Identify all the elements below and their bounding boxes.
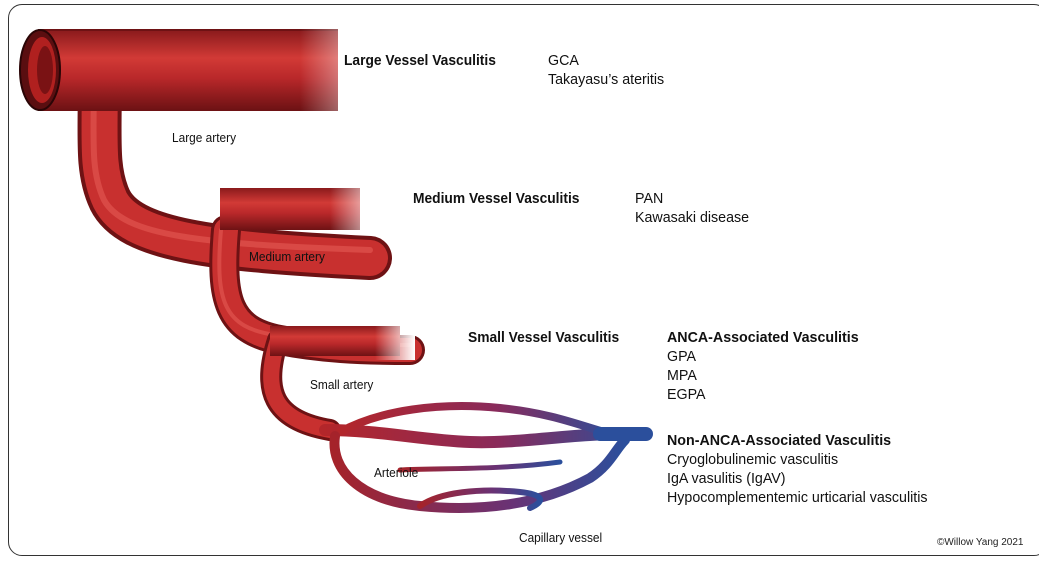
label-large-artery: Large artery bbox=[172, 131, 236, 145]
category-medium-vessel: Medium Vessel Vasculitis bbox=[413, 190, 579, 207]
non-anca-item-huv: Hypocomplementemic urticarial vasculitis bbox=[667, 489, 928, 508]
anca-item-gpa: GPA bbox=[667, 348, 696, 367]
non-anca-group-title: Non-ANCA-Associated Vasculitis bbox=[667, 432, 891, 451]
label-capillary-vessel: Capillary vessel bbox=[519, 531, 602, 545]
large-vessel-item-takayasu: Takayasu’s ateritis bbox=[548, 71, 664, 90]
anca-item-mpa: MPA bbox=[667, 367, 697, 386]
label-small-artery: Small artery bbox=[310, 378, 373, 392]
copyright-credit: ©Willow Yang 2021 bbox=[937, 537, 1024, 548]
medium-vessel-item-kawasaki: Kawasaki disease bbox=[635, 209, 749, 228]
non-anca-item-iga: IgA vasulitis (IgAV) bbox=[667, 470, 786, 489]
category-small-vessel: Small Vessel Vasculitis bbox=[468, 329, 619, 346]
anca-item-egpa: EGPA bbox=[667, 386, 706, 405]
category-large-vessel: Large Vessel Vasculitis bbox=[344, 52, 496, 69]
non-anca-item-cryo: Cryoglobulinemic vasculitis bbox=[667, 451, 838, 470]
large-vessel-item-gca: GCA bbox=[548, 52, 579, 71]
label-medium-artery: Medium artery bbox=[249, 250, 325, 264]
label-arteriole: Arteriole bbox=[374, 466, 418, 480]
anca-group-title: ANCA-Associated Vasculitis bbox=[667, 329, 859, 348]
medium-vessel-item-pan: PAN bbox=[635, 190, 663, 209]
